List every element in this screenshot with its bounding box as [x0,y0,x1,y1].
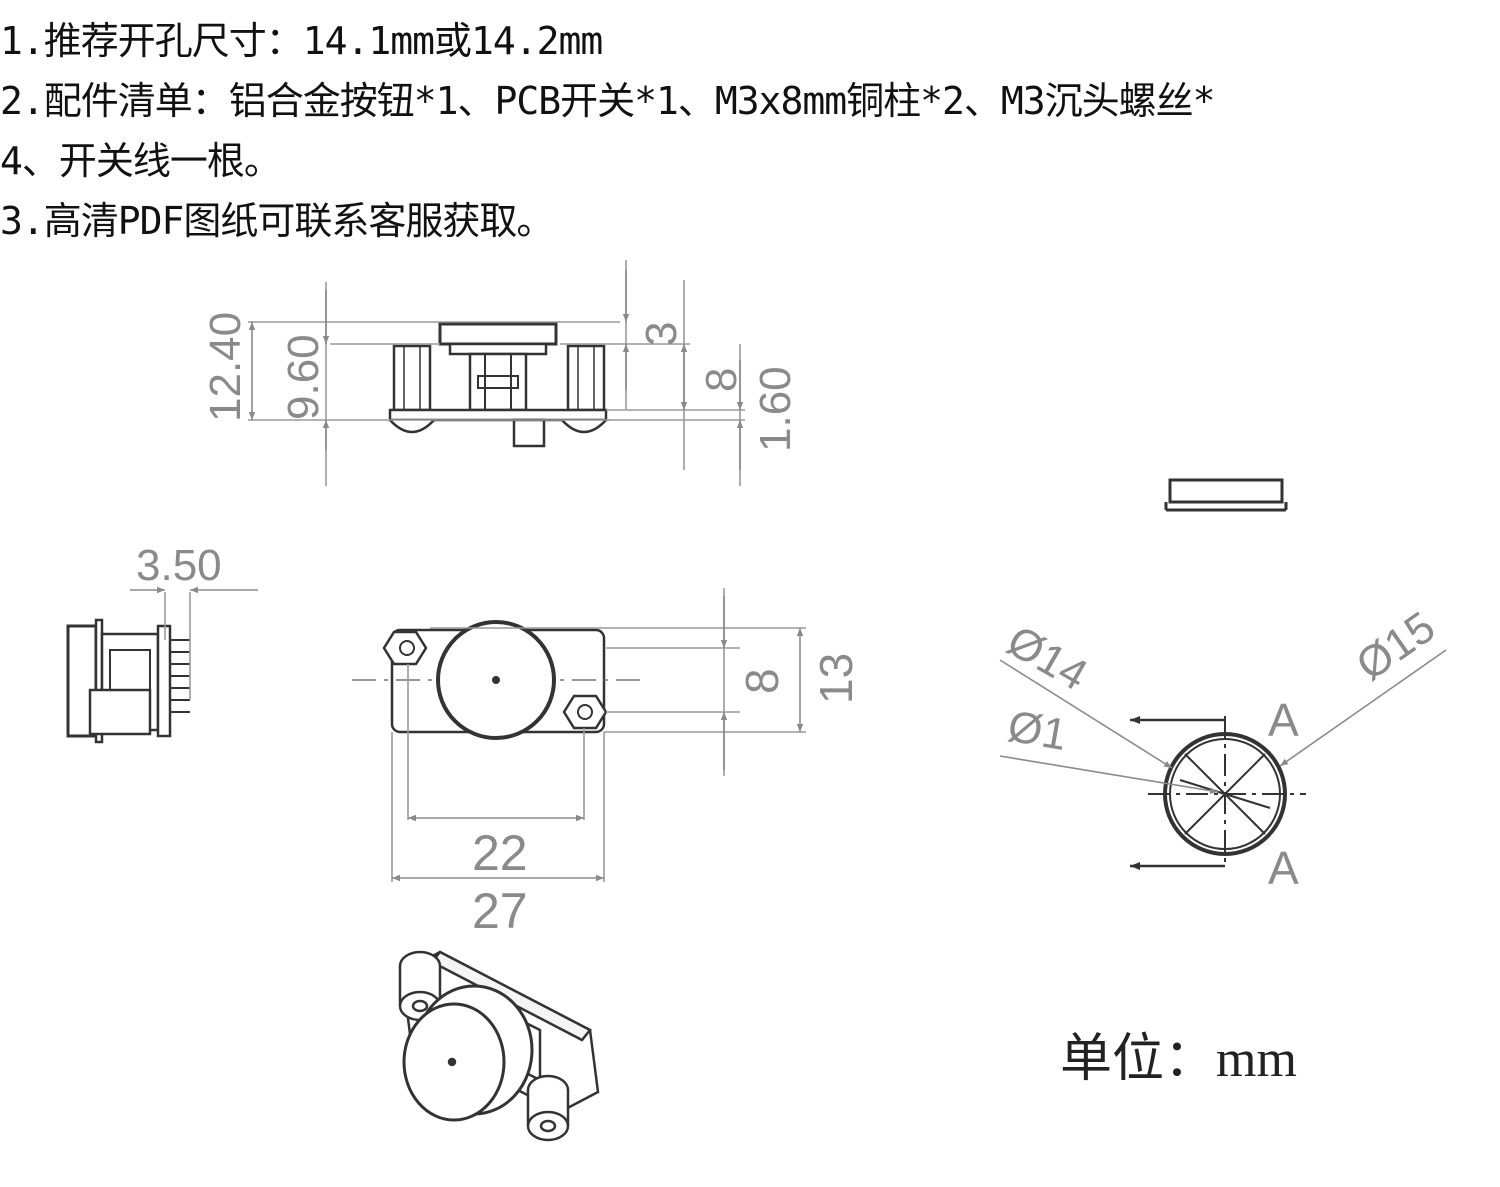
note-line-2: 2.配件清单：铝合金按钮*1、PCB开关*1、M3x8mm铜柱*2、M3沉头螺丝… [0,79,1216,123]
dim-front-board-length: 27 [472,883,528,939]
side-switch-body [468,352,528,412]
side-button-cap [438,322,558,346]
dim-front-standoff-spacing: 8 [736,668,788,694]
dim-side-button-height: 3 [637,322,686,346]
side-connector [512,418,546,448]
dim-detail-button-dia: Ø14 [999,616,1096,700]
dim-side-body-height: 9.60 [279,334,328,420]
isometric-view [398,950,600,1142]
dim-side-total-height: 12.40 [201,312,250,422]
side-standoff-right [566,344,606,412]
side-pcb [388,408,608,422]
unit-label: 单位：mm [1060,1031,1297,1088]
dim-detail-outer-dia: Ø15 [1348,602,1444,690]
detail-view: Ø14 Ø1 Ø15 A A [999,602,1447,894]
side-view: 12.40 9.60 3 8 1.60 [201,260,800,486]
cap-side-view [1164,478,1288,512]
dim-left-view-depth: 3.50 [136,541,222,590]
dim-detail-hole-dia: Ø1 [1004,702,1070,760]
note-line-1: 1.推荐开孔尺寸：14.1mm或14.2mm [0,19,603,63]
dim-front-hole-spacing: 22 [472,825,528,881]
dim-side-pcb-thickness: 1.60 [751,366,800,452]
note-line-3: 4、开关线一根。 [0,139,282,183]
dim-front-board-width: 13 [810,653,862,704]
left-view: 3.50 [66,541,258,744]
section-label-bottom: A [1268,842,1299,894]
side-standoff-left [392,344,432,412]
section-label-top: A [1268,694,1299,746]
front-view: 22 27 8 13 [352,588,862,939]
dim-side-standoff-height: 8 [697,368,746,392]
note-line-4: 3.高清PDF图纸可联系客服获取。 [0,199,554,243]
